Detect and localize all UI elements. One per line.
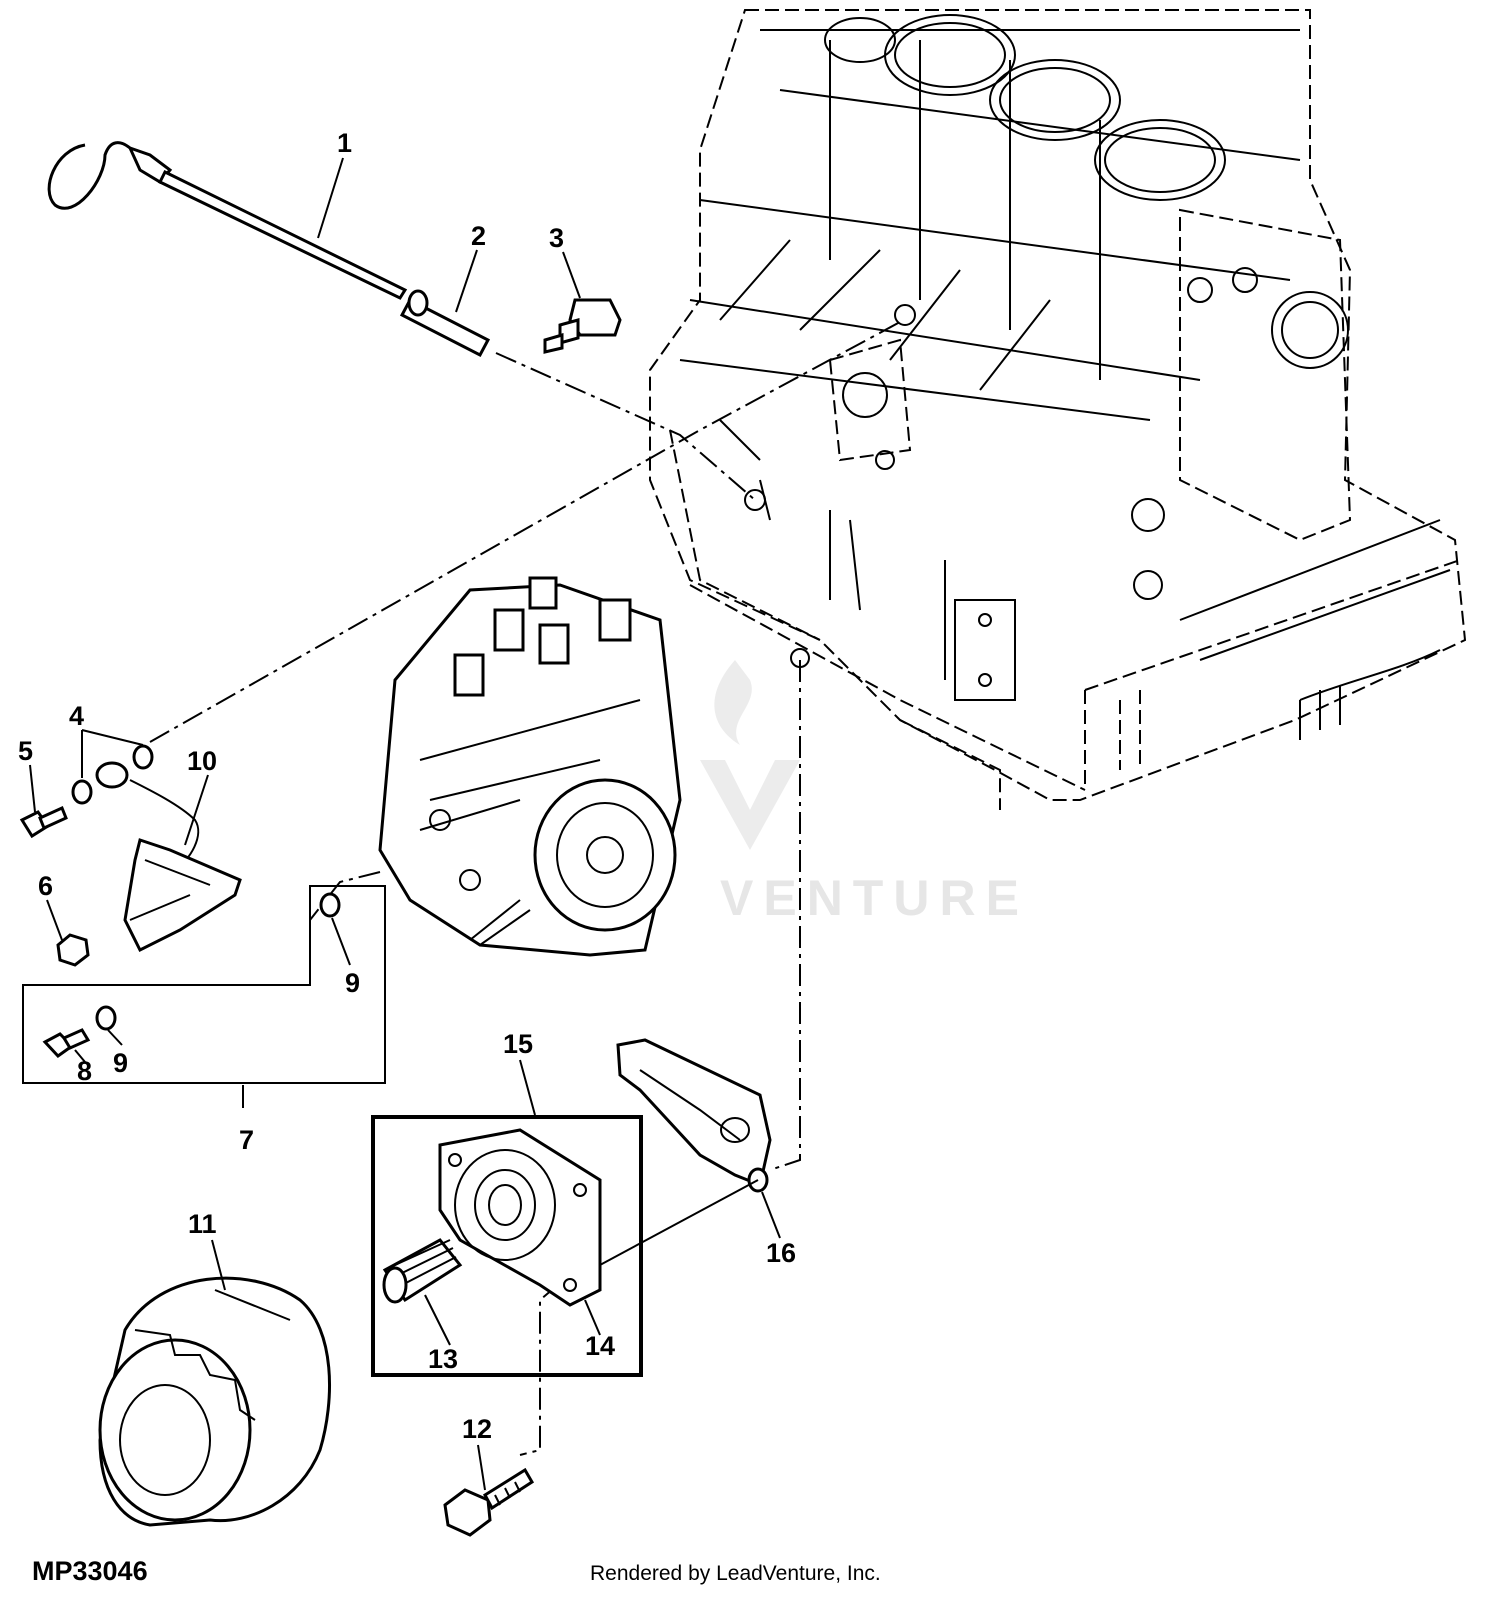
oil-filter-part-11[interactable] [98,1276,332,1527]
washer-part-4[interactable] [71,744,154,805]
callout-5: 5 [18,736,33,766]
figure-id: MP33046 [32,1556,148,1586]
oil-pressure-switch-part-3[interactable] [543,298,622,354]
callout-3: 3 [549,223,564,253]
injection-pump [378,576,682,957]
callout-8: 8 [77,1056,92,1086]
callout-16: 16 [766,1238,796,1268]
nut-part-6[interactable] [56,933,90,967]
dipstick-part-1[interactable] [47,141,408,300]
kit-box-15 [371,1115,643,1377]
callout-13: 13 [428,1344,458,1374]
watermark: VENTURE [700,660,1029,926]
bolt-part-12[interactable] [443,1467,535,1537]
washer-part-9[interactable] [95,892,341,1031]
callout-12: 12 [462,1414,492,1444]
callout-4: 4 [69,701,84,731]
kit-box-7 [22,885,386,1084]
dipstick-tube-part-2[interactable] [399,289,491,358]
callout-labels: 1 2 3 4 5 6 7 8 9 9 10 11 12 13 14 15 16 [18,128,796,1444]
leader-lines [29,157,781,1491]
callout-6: 6 [38,871,53,901]
callout-7: 7 [239,1125,254,1155]
callout-11: 11 [188,1209,217,1239]
callout-14: 14 [585,1331,615,1361]
engine-block [649,9,1467,810]
bolt-part-8[interactable] [42,1028,91,1058]
callout-9b: 9 [345,968,360,998]
callout-2: 2 [471,221,486,251]
callout-15: 15 [503,1029,533,1059]
callout-10: 10 [187,746,217,776]
filter-base-part-15[interactable] [438,1128,602,1307]
credit-text: Rendered by LeadVenture, Inc. [590,1562,881,1585]
callout-9a: 9 [113,1048,128,1078]
callout-1: 1 [337,128,352,158]
nipple-part-13[interactable] [382,1238,463,1304]
oil-line-part-10[interactable] [95,761,242,953]
watermark-text: VENTURE [720,870,1029,926]
bolt-part-5[interactable] [19,805,68,839]
